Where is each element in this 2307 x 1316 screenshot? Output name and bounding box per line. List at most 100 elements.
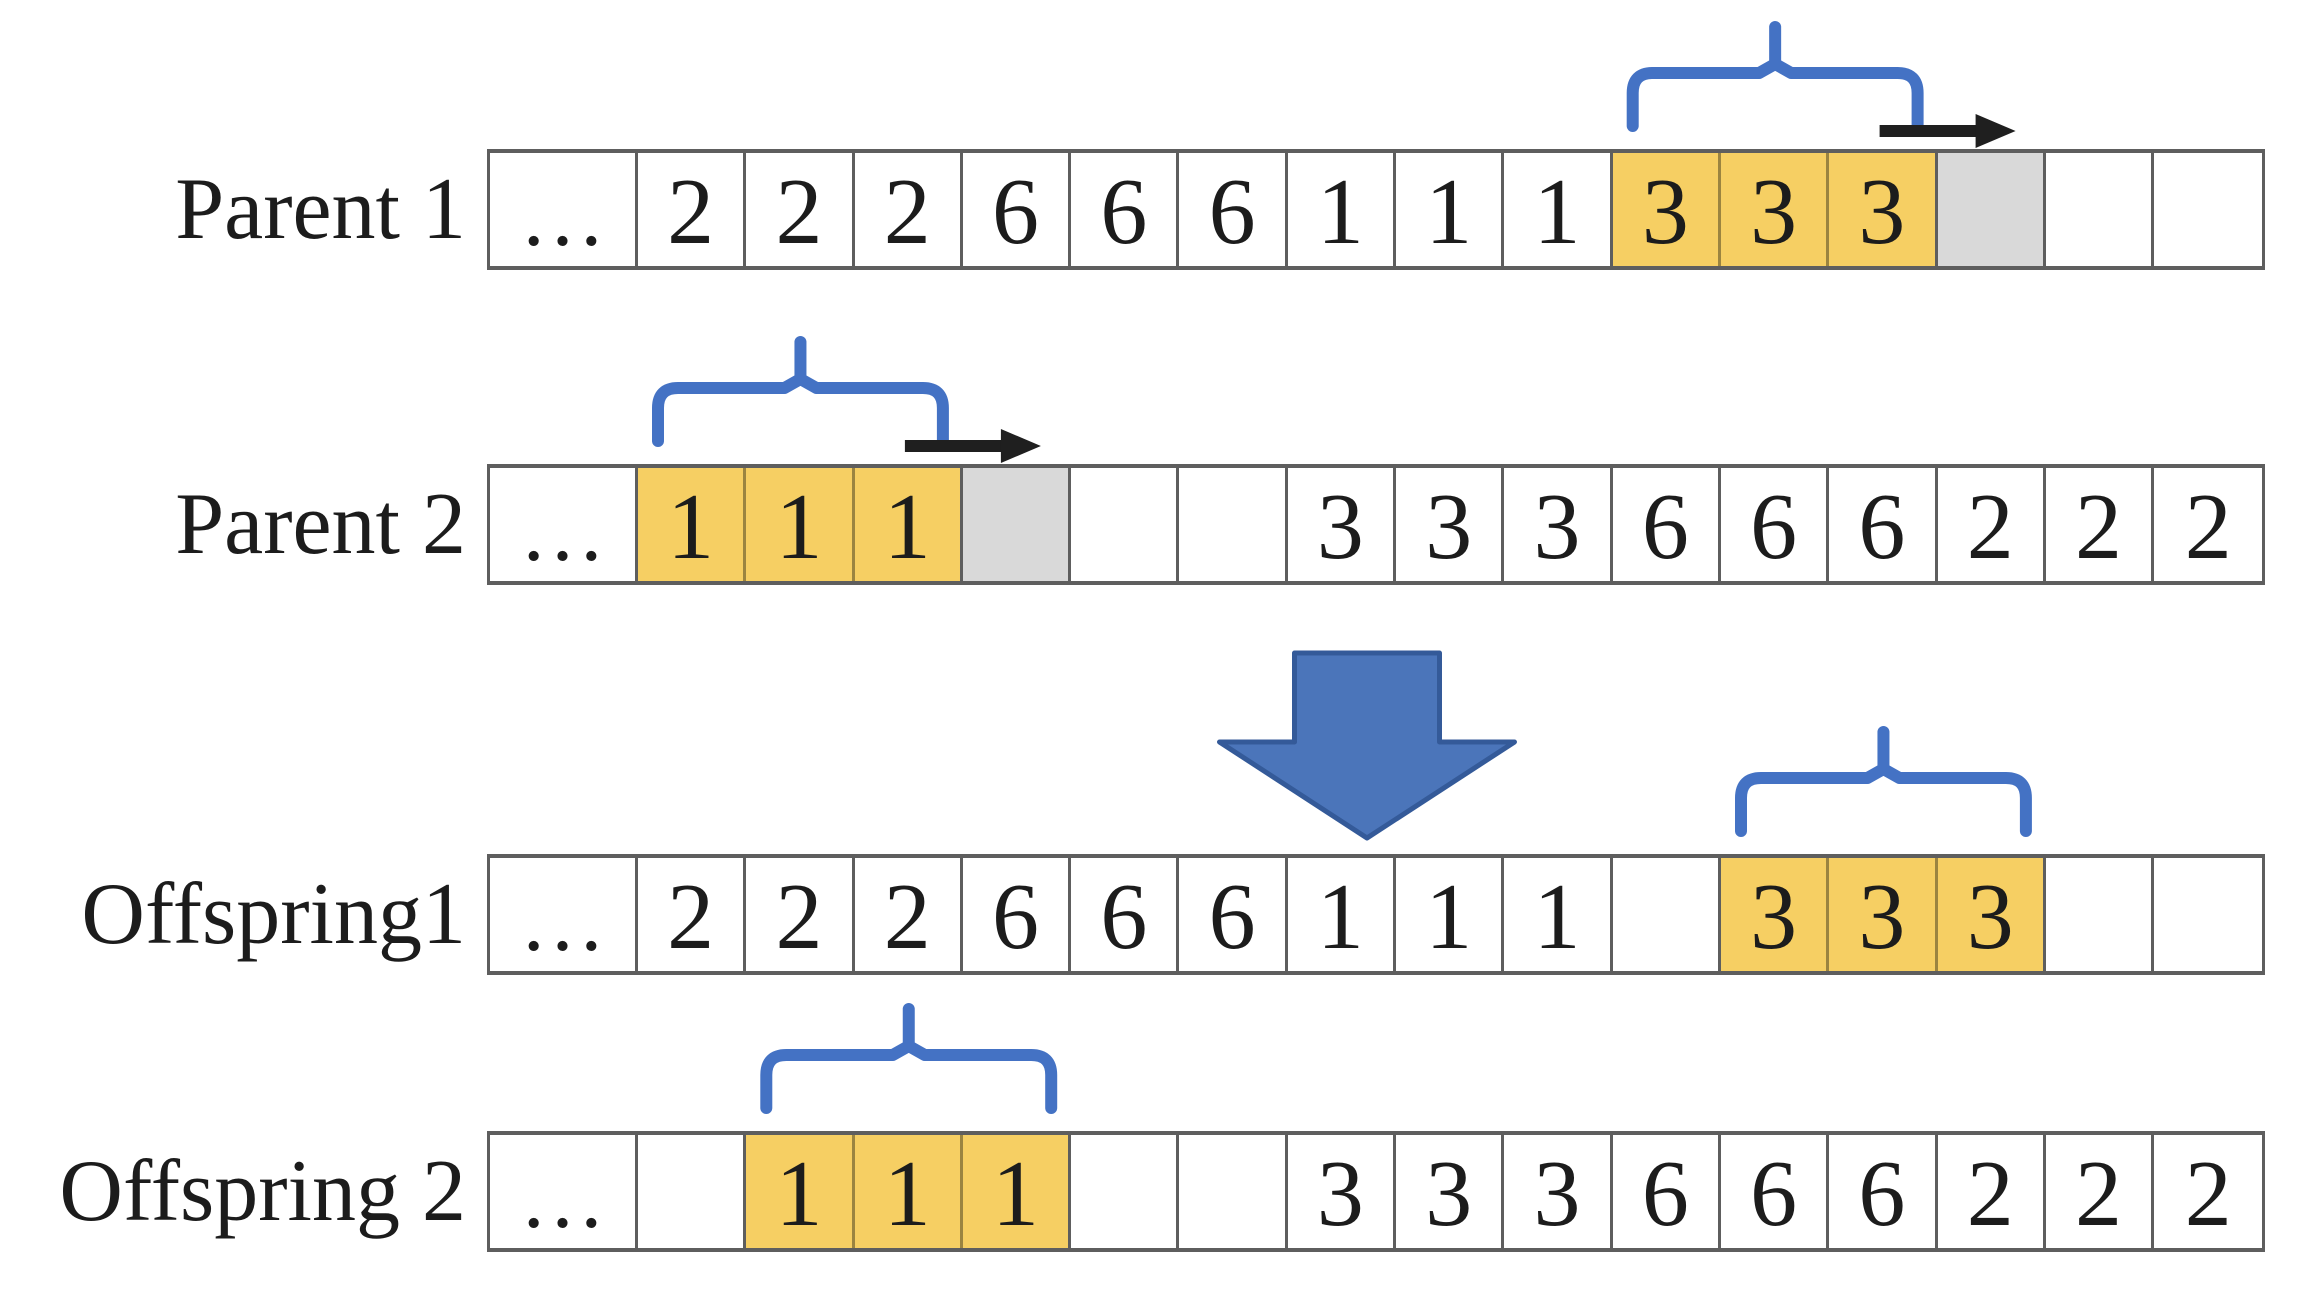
gene-cell: 2 bbox=[1938, 468, 2046, 581]
segment-brace-offspring-2 bbox=[760, 1003, 1058, 1114]
gene-value: 6 bbox=[1641, 474, 1689, 579]
gene-value: 2 bbox=[775, 159, 823, 264]
gene-value: 6 bbox=[1750, 474, 1798, 579]
gene-value: 1 bbox=[1533, 159, 1581, 264]
gene-cell: 6 bbox=[963, 153, 1072, 266]
gene-cell: 3 bbox=[1720, 858, 1830, 971]
gene-value: 1 bbox=[775, 1141, 823, 1246]
gene-value: 6 bbox=[1208, 159, 1256, 264]
gene-cell: … bbox=[490, 468, 638, 581]
gene-cell: 6 bbox=[963, 858, 1072, 971]
gene-cell: 1 bbox=[746, 1135, 855, 1248]
row-label-parent-1: Parent 1 bbox=[175, 161, 466, 258]
gene-value: 3 bbox=[1425, 1141, 1473, 1246]
gene-value: 2 bbox=[2184, 1141, 2232, 1246]
gene-cell: 3 bbox=[1288, 468, 1397, 581]
gene-cell: 1 bbox=[1288, 153, 1397, 266]
gene-value: 1 bbox=[1533, 864, 1581, 969]
gene-cell: 6 bbox=[1071, 153, 1180, 266]
gene-value: 6 bbox=[1641, 1141, 1689, 1246]
gene-cell bbox=[2154, 858, 2262, 971]
row-label-parent-2: Parent 2 bbox=[175, 476, 466, 573]
gene-cell: 6 bbox=[1613, 1135, 1721, 1248]
shift-right-arrow-head-parent-2 bbox=[1000, 429, 1041, 463]
gene-cell: 3 bbox=[1288, 1135, 1397, 1248]
gene-cell: 6 bbox=[1179, 153, 1288, 266]
gene-value: 2 bbox=[883, 159, 931, 264]
gene-cell: 3 bbox=[1504, 468, 1613, 581]
gene-value: 1 bbox=[992, 1141, 1040, 1246]
gene-value: 3 bbox=[1533, 474, 1581, 579]
gene-value: 2 bbox=[1966, 1141, 2014, 1246]
gene-value: 1 bbox=[883, 474, 931, 579]
gene-value: 6 bbox=[1100, 159, 1148, 264]
gene-cell: 6 bbox=[1829, 1135, 1938, 1248]
gene-cell: 2 bbox=[2154, 1135, 2262, 1248]
gene-value: 1 bbox=[775, 474, 823, 579]
gene-cell: 3 bbox=[1720, 153, 1830, 266]
gene-cell: 1 bbox=[746, 468, 855, 581]
gene-value: 2 bbox=[2075, 1141, 2122, 1246]
gene-value: 6 bbox=[992, 864, 1040, 969]
gene-cell bbox=[1071, 468, 1180, 581]
gene-cell bbox=[1179, 1135, 1288, 1248]
gene-value: … bbox=[519, 872, 606, 969]
gene-cell: 2 bbox=[2046, 468, 2155, 581]
gene-value: 6 bbox=[1208, 864, 1256, 969]
gene-value: … bbox=[519, 482, 606, 579]
gene-value: 6 bbox=[1750, 1141, 1798, 1246]
gene-cell: 3 bbox=[1396, 468, 1505, 581]
gene-cell: 2 bbox=[638, 858, 747, 971]
gene-value: 2 bbox=[667, 864, 715, 969]
gene-cell: 3 bbox=[1396, 1135, 1505, 1248]
gene-cell: 6 bbox=[1829, 468, 1938, 581]
gene-value: 1 bbox=[1316, 864, 1364, 969]
gene-cell: 2 bbox=[638, 153, 747, 266]
gene-cell: 3 bbox=[1612, 153, 1721, 266]
gene-value: 3 bbox=[1858, 864, 1906, 969]
gene-value: 6 bbox=[992, 159, 1040, 264]
gene-cell: 6 bbox=[1071, 858, 1180, 971]
gene-value: 3 bbox=[1750, 159, 1798, 264]
gene-value: 3 bbox=[1858, 159, 1906, 264]
gene-cell: 2 bbox=[855, 153, 963, 266]
gene-cell: 1 bbox=[1288, 858, 1397, 971]
gene-cell: … bbox=[490, 153, 638, 266]
gene-value: … bbox=[519, 1149, 606, 1246]
gene-value: 2 bbox=[775, 864, 823, 969]
gene-cell bbox=[2046, 858, 2155, 971]
gene-cell: 1 bbox=[962, 1135, 1072, 1248]
gene-cell: 1 bbox=[1504, 858, 1613, 971]
gene-cell: 6 bbox=[1613, 468, 1721, 581]
gene-cell: 6 bbox=[1721, 468, 1830, 581]
gene-value: 3 bbox=[1425, 474, 1473, 579]
gene-cell: 3 bbox=[1829, 858, 1938, 971]
gene-cell: 2 bbox=[2046, 1135, 2155, 1248]
gene-cell bbox=[2154, 153, 2262, 266]
gene-cell: 2 bbox=[2154, 468, 2262, 581]
gene-cell: 2 bbox=[1938, 1135, 2046, 1248]
gene-value: 2 bbox=[2184, 474, 2232, 579]
gene-value: … bbox=[519, 167, 606, 264]
gene-value: 3 bbox=[1316, 474, 1364, 579]
segment-brace-parent-1 bbox=[1626, 21, 1924, 132]
gene-value: 6 bbox=[1858, 474, 1906, 579]
gene-value: 2 bbox=[667, 159, 715, 264]
gene-cell: 1 bbox=[1504, 153, 1613, 266]
row-label-offspring-1: Offspring1 bbox=[81, 866, 466, 963]
gene-value: 1 bbox=[667, 474, 715, 579]
gene-value: 6 bbox=[1858, 1141, 1906, 1246]
gene-cell bbox=[962, 468, 1072, 581]
gene-cell bbox=[2046, 153, 2155, 266]
gene-value: 3 bbox=[1966, 864, 2014, 969]
gene-cell: … bbox=[490, 1135, 638, 1248]
segment-brace-parent-2 bbox=[652, 336, 949, 447]
gene-cell: 2 bbox=[746, 153, 855, 266]
gene-cell bbox=[1071, 1135, 1180, 1248]
gene-cell: 3 bbox=[1937, 858, 2046, 971]
